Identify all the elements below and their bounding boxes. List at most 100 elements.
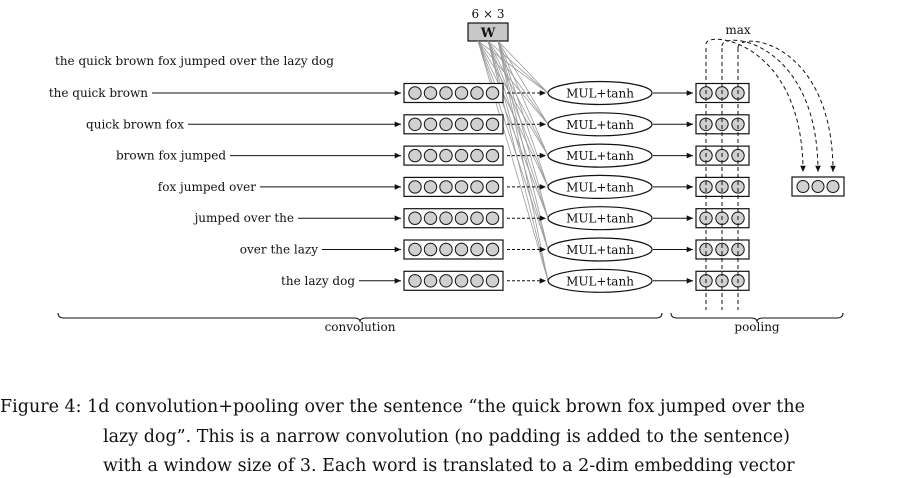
vector-cell (485, 86, 500, 100)
weight-line (497, 40, 549, 219)
window-label: quick brown fox (86, 117, 184, 131)
vector-cell (470, 148, 484, 163)
mul-tanh-label: MUL+tanh (566, 149, 634, 163)
vector-cell (715, 242, 729, 257)
caption-line-1: Figure 4: 1d convolution+pooling over th… (0, 397, 805, 417)
weight-line (497, 40, 549, 188)
pooling-dashed-guides (705, 48, 739, 310)
max-label: max (725, 23, 751, 37)
vector-cell (423, 211, 438, 225)
vector-cell (731, 242, 745, 257)
window-row: quick brown fox MUL+tanh (86, 112, 750, 137)
vector-cell (485, 242, 500, 257)
mul-tanh-node (547, 174, 653, 199)
vector-cell (470, 242, 484, 257)
vector-cell (439, 86, 453, 100)
max-arrow (721, 39, 821, 173)
vector-cell (423, 86, 438, 100)
vector-cell (470, 117, 484, 132)
window-label: the lazy dog (281, 274, 355, 288)
sentence-text: the quick brown fox jumped over the lazy… (55, 54, 334, 68)
vector-cell (470, 86, 484, 100)
vector-cell (485, 148, 500, 163)
window-row: jumped over the MUL+tanh (193, 206, 750, 231)
weight-line (477, 40, 549, 94)
vector-cell (408, 180, 422, 194)
vector-cell (439, 211, 453, 225)
window-row: the quick brown MUL+tanh (49, 80, 750, 106)
vector-cell (485, 211, 500, 225)
vector-cell (423, 274, 438, 288)
mul-tanh-node (547, 143, 653, 168)
vector-cell (470, 211, 484, 225)
vector-cell (423, 242, 438, 257)
weight-line (497, 40, 549, 156)
convolution-label: convolution (325, 320, 396, 334)
vector-cell (439, 242, 453, 257)
vector-cell (454, 274, 469, 288)
vector-cell (439, 274, 453, 288)
mul-tanh-label: MUL+tanh (566, 274, 634, 288)
max-arrow (737, 40, 836, 173)
weight-line (477, 40, 549, 219)
weight-line (497, 40, 549, 94)
vector-cell (423, 117, 438, 132)
window-row: brown fox jumped MUL+tanh (116, 143, 750, 168)
vector-cell (423, 180, 438, 194)
vector-cell (439, 117, 453, 132)
mul-tanh-node (547, 80, 653, 106)
convolution-brace (57, 312, 663, 323)
window-label: brown fox jumped (116, 149, 226, 163)
vector-cell (699, 242, 713, 257)
vector-cell (423, 148, 438, 163)
vector-cell (454, 148, 469, 163)
mul-tanh-node (547, 206, 653, 231)
window-label: fox jumped over (158, 180, 256, 194)
weight-line (487, 40, 549, 281)
weight-line (487, 40, 549, 125)
weight-line (497, 40, 549, 281)
mul-tanh-label: MUL+tanh (566, 87, 634, 101)
vector-cell (454, 211, 469, 225)
vector-cell (699, 180, 713, 194)
vector-cell (408, 148, 422, 163)
mul-tanh-label: MUL+tanh (566, 118, 634, 132)
window-label: jumped over the (193, 211, 294, 225)
weight-line (477, 40, 549, 125)
weight-matrix-label: W (480, 26, 496, 41)
max-arrow (705, 38, 806, 173)
window-row: over the lazy MUL+tanh (240, 237, 750, 262)
vector-cell (470, 180, 484, 194)
weight-line (477, 40, 549, 250)
vector-cell (439, 148, 453, 163)
mul-tanh-label: MUL+tanh (566, 243, 634, 257)
mul-tanh-node (547, 237, 653, 262)
weight-line (497, 40, 549, 125)
vector-cell (408, 211, 422, 225)
vector-cell (470, 274, 484, 288)
weight-line (487, 40, 549, 250)
window-label: over the lazy (240, 243, 318, 257)
pooled-output-vector (791, 176, 845, 197)
vector-cell (454, 86, 469, 100)
mul-tanh-label: MUL+tanh (566, 180, 634, 194)
vector-cell (454, 180, 469, 194)
vector-cell (408, 86, 422, 100)
weight-line (477, 40, 549, 156)
vector-cell (731, 180, 745, 194)
vector-cell (485, 117, 500, 132)
window-label: the quick brown (49, 86, 148, 100)
vector-cell (408, 117, 422, 132)
mul-tanh-label: MUL+tanh (566, 212, 634, 226)
weight-line (497, 40, 549, 250)
mul-tanh-node (547, 268, 653, 293)
caption-line-2: lazy dog”. This is a narrow convolution … (103, 427, 790, 447)
weight-line (487, 40, 549, 94)
weight-line (487, 40, 549, 219)
mul-tanh-node (547, 112, 653, 137)
weight-fan-lines (477, 40, 549, 281)
vector-cell (408, 274, 422, 288)
vector-cell (439, 180, 453, 194)
